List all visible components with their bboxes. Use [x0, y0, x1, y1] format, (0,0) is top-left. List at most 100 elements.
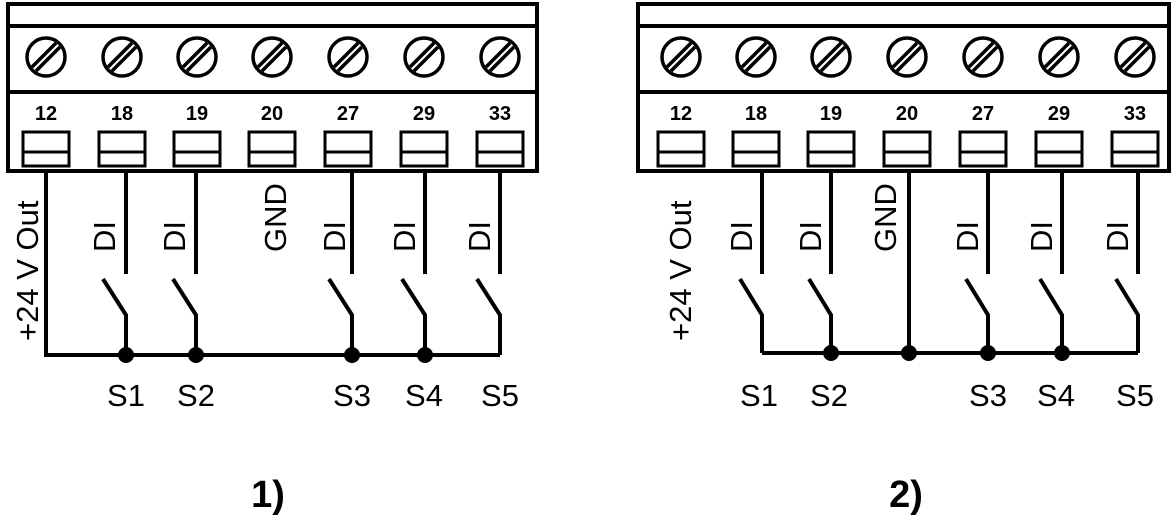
terminal-clamp-icon: [475, 130, 525, 168]
diagram-1: 12 18 19 20 27 29 33: [6, 2, 539, 516]
junction-dot: [1054, 345, 1070, 361]
junction-dot: [823, 345, 839, 361]
screw-icon: [660, 36, 702, 78]
terminal-number: 33: [489, 103, 511, 125]
wire-label-gnd: GND: [258, 183, 293, 252]
switch-s4: [1038, 277, 1064, 353]
screw-icon: [886, 36, 928, 78]
diagram-2: 12 18 19 20 27 29 33: [636, 2, 1171, 516]
switch-label: S1: [107, 378, 145, 413]
junction-dot: [188, 347, 204, 363]
terminal-number: 33: [1124, 103, 1146, 125]
terminal-clamp-icon: [399, 130, 449, 168]
screw-icon: [479, 36, 521, 78]
junction-dot: [118, 347, 134, 363]
supply-label: +24 V Out: [10, 200, 45, 341]
junctions-2: [823, 345, 1070, 361]
terminal-clamp-icon: [97, 130, 147, 168]
wire-label-di: DI: [87, 221, 122, 252]
wire-label-di: DI: [157, 221, 192, 252]
wire-label-di: DI: [724, 221, 759, 252]
junction-dot: [344, 347, 360, 363]
terminal-number: 29: [413, 103, 435, 125]
terminal-block-outline: [636, 2, 1171, 173]
terminal-clamps-2: [656, 130, 1160, 168]
switch-label: S2: [177, 378, 215, 413]
switch-labels-2: S1 S2 S3 S4 S5: [740, 378, 1154, 413]
terminal-clamp-icon: [882, 130, 932, 168]
terminal-clamp-icon: [731, 130, 781, 168]
screw-icon: [327, 36, 369, 78]
terminal-block-outline: [6, 2, 539, 173]
screw-row-2: [660, 36, 1156, 78]
screw-icon: [176, 36, 218, 78]
switch-s1: [738, 277, 764, 353]
terminal-clamps-1: [21, 130, 525, 168]
terminal-number: 18: [745, 103, 767, 125]
terminal-clamp-icon: [21, 130, 71, 168]
screw-row-1: [25, 36, 521, 78]
wire-labels-1: +24 V Out DI DI GND DI DI DI: [10, 183, 497, 341]
screw-icon: [810, 36, 852, 78]
switch-label: S3: [969, 378, 1007, 413]
terminal-block-2: [636, 2, 1171, 173]
switch-s3: [327, 277, 354, 355]
terminal-clamp-icon: [656, 130, 706, 168]
screw-icon: [962, 36, 1004, 78]
terminal-number: 27: [972, 103, 994, 125]
terminal-numbers-2: 12 18 19 20 27 29 33: [670, 103, 1146, 125]
screw-icon: [101, 36, 143, 78]
switch-label: S1: [740, 378, 778, 413]
terminal-number: 29: [1048, 103, 1070, 125]
terminal-numbers-1: 12 18 19 20 27 29 33: [35, 103, 511, 125]
junctions-1: [118, 347, 433, 363]
wire-label-di: DI: [1024, 221, 1059, 252]
terminal-clamp-icon: [247, 130, 297, 168]
terminal-clamp-icon: [806, 130, 856, 168]
wire-label-di: DI: [387, 221, 422, 252]
terminal-number: 20: [896, 103, 918, 125]
terminal-clamp-icon: [958, 130, 1008, 168]
switch-s2: [807, 277, 833, 353]
switch-s3: [964, 277, 990, 353]
junction-dot: [417, 347, 433, 363]
wire-label-di: DI: [462, 221, 497, 252]
wiring-2: [738, 171, 1140, 355]
screw-icon: [25, 36, 67, 78]
screw-icon: [1038, 36, 1080, 78]
switch-label: S5: [1116, 378, 1154, 413]
terminal-clamp-icon: [323, 130, 373, 168]
switch-label: S4: [405, 378, 443, 413]
figure-caption: 1): [251, 474, 285, 516]
screw-icon: [251, 36, 293, 78]
terminal-number: 27: [337, 103, 359, 125]
switch-label: S4: [1037, 378, 1075, 413]
junction-dot: [980, 345, 996, 361]
supply-label: +24 V Out: [663, 200, 698, 341]
wire-label-di: DI: [1100, 221, 1135, 252]
screw-icon: [1114, 36, 1156, 78]
terminal-clamp-icon: [1110, 130, 1160, 168]
terminal-number: 18: [111, 103, 133, 125]
switch-label: S2: [810, 378, 848, 413]
switch-label: S5: [481, 378, 519, 413]
switch-s5: [1114, 277, 1140, 353]
screw-icon: [403, 36, 445, 78]
wire-label-di: DI: [793, 221, 828, 252]
terminal-block-1: [6, 2, 539, 173]
wire-label-gnd: GND: [868, 183, 903, 252]
terminal-number: 20: [261, 103, 283, 125]
terminal-number: 19: [820, 103, 842, 125]
terminal-clamp-icon: [172, 130, 222, 168]
wire-label-di: DI: [950, 221, 985, 252]
terminal-clamp-icon: [1034, 130, 1084, 168]
switch-s2: [171, 277, 198, 355]
wire-labels-2: +24 V Out DI DI GND DI DI DI: [663, 183, 1135, 341]
switch-label: S3: [333, 378, 371, 413]
switch-s5: [475, 277, 502, 355]
switch-s4: [400, 277, 427, 355]
switch-s1: [101, 277, 128, 355]
wire-label-di: DI: [317, 221, 352, 252]
